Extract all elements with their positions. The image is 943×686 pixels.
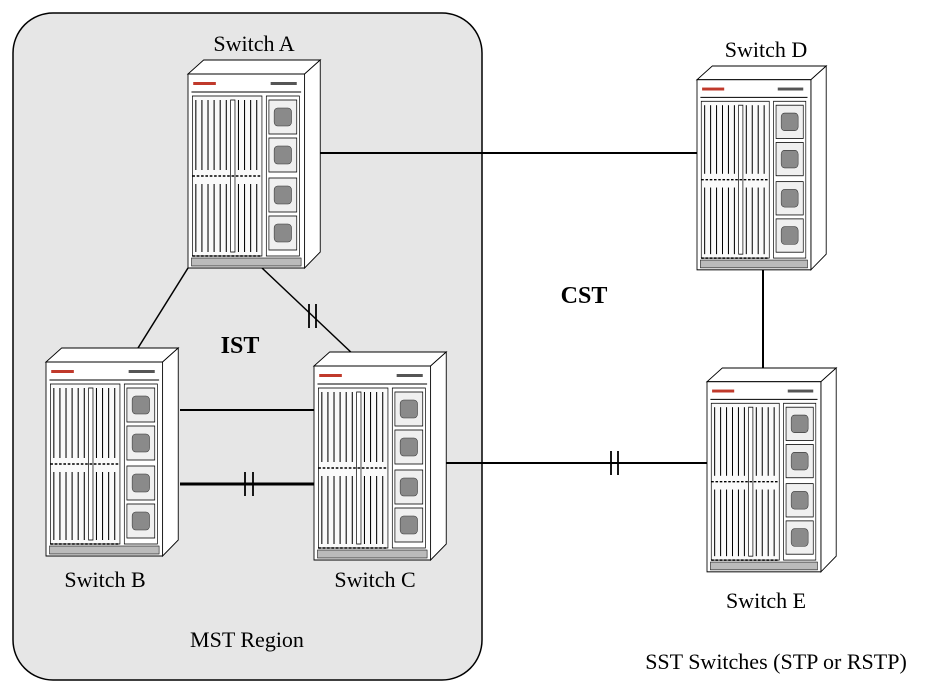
switch-chassis-icon: [187, 59, 321, 269]
ist-label: IST: [221, 333, 260, 359]
switch-chassis-icon: [313, 351, 447, 561]
switch-chassis-icon: [696, 65, 827, 271]
switch-b-label: Switch B: [64, 567, 145, 592]
switch-a-label: Switch A: [213, 31, 294, 56]
mst-region-label: MST Region: [190, 627, 304, 652]
switch-c-label: Switch C: [334, 567, 415, 592]
switch-e-label: Switch E: [726, 588, 806, 613]
switch-a: [187, 59, 321, 269]
switch-chassis-icon: [45, 347, 179, 557]
switch-c: [313, 351, 447, 561]
sst-caption: SST Switches (STP or RSTP): [645, 649, 907, 674]
blocked-port-marker-icon: [244, 304, 619, 496]
switch-d: [696, 65, 827, 271]
switch-e: [706, 367, 837, 573]
switch-chassis-icon: [706, 367, 837, 573]
link-a-b: [132, 267, 189, 357]
switch-d-label: Switch D: [725, 37, 808, 62]
switch-b: [45, 347, 179, 557]
cst-label: CST: [561, 283, 608, 309]
